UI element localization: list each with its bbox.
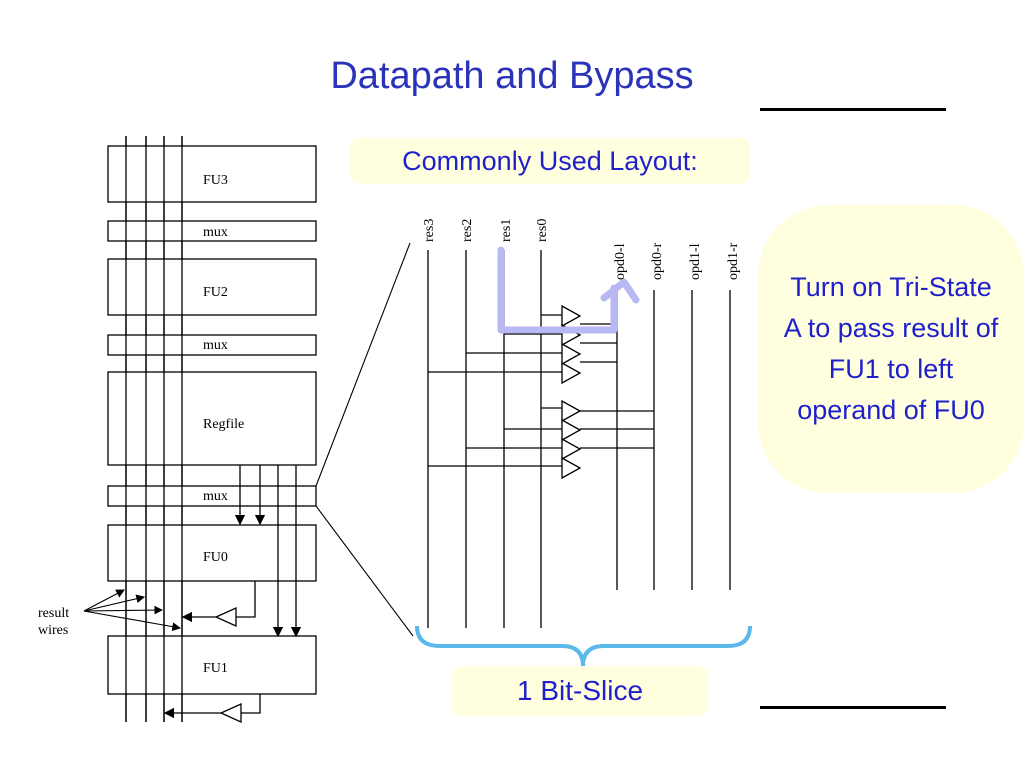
res0-label: res0 [535, 219, 550, 242]
fu3-label: FU3 [203, 173, 228, 188]
layout-callout: Commonly Used Layout: [350, 138, 750, 184]
tristate-5 [561, 399, 582, 423]
mux-mid-label: mux [203, 338, 228, 353]
result-wire-arrows [83, 589, 182, 631]
note-text: Turn on Tri-State A to pass result of FU… [783, 272, 999, 425]
tristate-buffers [561, 304, 582, 480]
tristate-8 [561, 456, 582, 480]
fu0-label: FU0 [203, 550, 228, 565]
highlight-path [497, 246, 640, 334]
bitslice-callout: 1 Bit-Slice [452, 666, 708, 716]
mux-bottom-label: mux [203, 489, 228, 504]
res3-label: res3 [422, 219, 437, 242]
res1-label: res1 [499, 219, 514, 242]
top-rule [760, 108, 946, 111]
opd1l-label: opd1-l [688, 243, 703, 280]
opd1r-label: opd1-r [726, 242, 741, 280]
note-callout: Turn on Tri-State A to pass result of FU… [758, 205, 1024, 493]
result-label-line2: wires [38, 623, 68, 638]
opd0r-label: opd0-r [650, 242, 665, 280]
result-label-line1: result [38, 606, 69, 621]
tristate-7 [561, 437, 582, 461]
slide-title: Datapath and Bypass [330, 55, 694, 97]
fu1-output [163, 694, 261, 724]
tristate-1 [561, 304, 582, 328]
res2-label: res2 [460, 219, 475, 242]
zoom-lines [315, 242, 414, 637]
bottom-rule [760, 706, 946, 709]
fu0-output [181, 581, 256, 628]
bus-overlay [125, 136, 183, 722]
regfile-arrows [234, 465, 302, 638]
res-labels: res3 res2 res1 res0 [422, 219, 550, 242]
slice-wires [427, 250, 731, 628]
opd0l-label: opd0-l [613, 243, 628, 280]
opd-labels: opd0-l opd0-r opd1-l opd1-r [613, 242, 741, 280]
fu1-label: FU1 [203, 661, 228, 676]
tristate-4 [561, 361, 582, 385]
regfile-label: Regfile [203, 417, 244, 432]
bitslice-brace [415, 625, 752, 667]
tristate-3 [561, 342, 582, 366]
slice-connections [428, 314, 654, 467]
fu2-label: FU2 [203, 285, 228, 300]
mux-top-label: mux [203, 225, 228, 240]
tristate-6 [561, 418, 582, 442]
box-interiors [183, 147, 315, 693]
